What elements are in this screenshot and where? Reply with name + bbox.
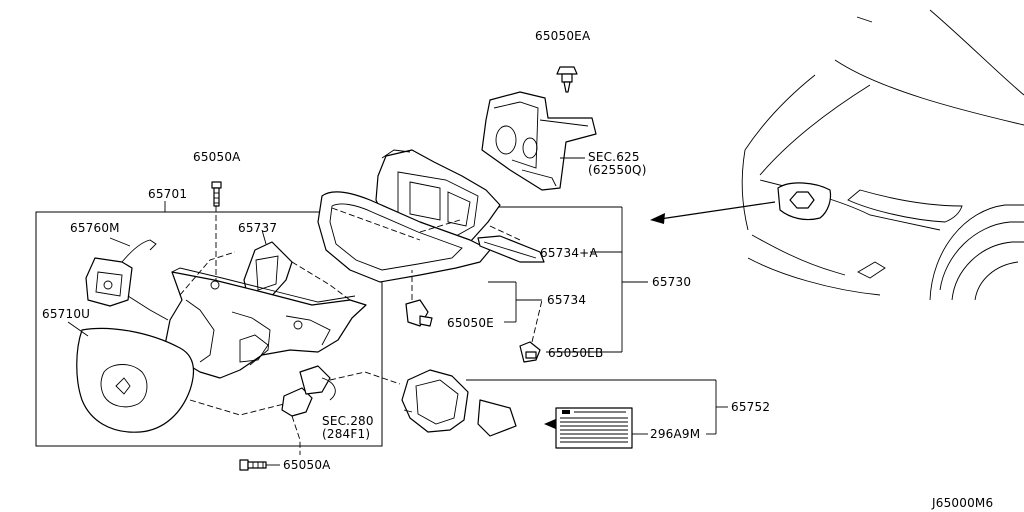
clip-65050E xyxy=(405,270,433,327)
bolt-65050A-top xyxy=(211,181,222,285)
part-sec280-connector xyxy=(189,365,401,455)
part-sec625-bracket xyxy=(481,91,597,191)
location-arrow xyxy=(650,201,776,224)
label-65734: 65734 xyxy=(547,293,586,307)
label-65734A: 65734+A xyxy=(540,246,598,260)
bolt-65050A-bottom xyxy=(239,459,280,471)
label-65701: 65701 xyxy=(148,187,187,201)
clip-65050EB xyxy=(519,299,543,363)
label-65730: 65730 xyxy=(652,275,691,289)
part-65760M xyxy=(85,237,169,321)
part-65734-finisher xyxy=(317,191,491,283)
label-65050E: 65050E xyxy=(447,316,494,330)
part-296A9M-label xyxy=(544,407,633,449)
leader-lines xyxy=(466,206,728,435)
label-65050A-top: 65050A xyxy=(193,150,241,164)
label-296A9M: 296A9M xyxy=(650,427,700,441)
diagram-code: J65000M6 xyxy=(931,496,993,510)
label-65737: 65737 xyxy=(238,221,277,235)
label-65050A-bottom: 65050A xyxy=(283,458,331,472)
label-sec280: SEC.280 xyxy=(322,414,374,428)
part-65734A-strip xyxy=(477,225,545,263)
label-65050EA: 65050EA xyxy=(535,29,591,43)
part-65737 xyxy=(243,229,293,301)
part-65701-frame xyxy=(164,251,367,379)
part-65752-lid xyxy=(401,369,517,437)
label-65050EB: 65050EB xyxy=(548,346,603,360)
label-65752: 65752 xyxy=(731,400,770,414)
label-sec625-sub: (62550Q) xyxy=(588,163,647,177)
label-sec625: SEC.625 xyxy=(588,150,640,164)
assembly-box-65701 xyxy=(35,211,383,447)
label-sec280-sub: (284F1) xyxy=(322,427,370,441)
label-65760M: 65760M xyxy=(70,221,120,235)
vehicle-front-illustration xyxy=(741,9,1024,301)
bolt-65050EA xyxy=(556,66,578,93)
label-65710U: 65710U xyxy=(42,307,90,321)
part-65710U xyxy=(67,321,195,433)
